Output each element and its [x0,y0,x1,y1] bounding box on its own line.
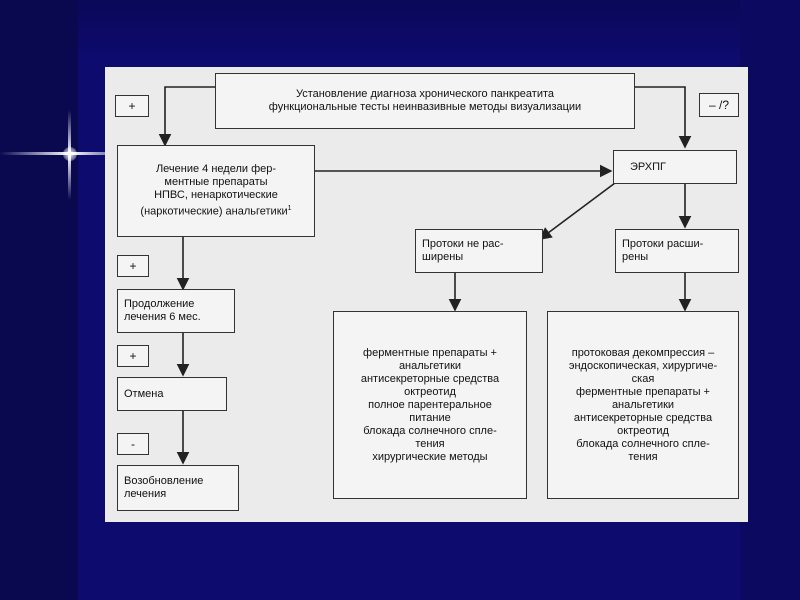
background-top [0,0,800,60]
footnote-marker: 1 [287,205,292,213]
therapy-right-text: протоковая декомпрессия – эндоскопическа… [568,346,718,463]
arrow-header-to-treatment [158,86,215,147]
tag-minus-text: - [131,437,135,451]
tag-plus-third: + [117,345,149,367]
continue-treatment-text: Продолжение лечения 6 мес. [124,298,201,323]
tag-plus-second-text: + [129,259,137,273]
erhpg-box: ЭРХПГ [613,150,737,184]
header-text: Установление диагноза хронического панкр… [268,88,582,113]
continue-treatment-box: Продолжение лечения 6 мес. [117,289,235,333]
arrow-header-to-erhpg [635,86,692,149]
tag-minus: - [117,433,149,455]
resume-treatment-box: Возобновление лечения [117,465,239,511]
therapy-right-box: протоковая декомпрессия – эндоскопическа… [547,311,739,499]
therapy-left-box: ферментные препараты + анальгетики антис… [333,311,527,499]
tag-plus-top: + [115,95,149,117]
cancel-text: Отмена [124,387,164,400]
resume-treatment-text: Возобновление лечения [124,475,204,500]
tag-plus-third-text: + [129,349,137,363]
ducts-not-dilated-box: Протоки не рас- ширены [415,229,543,273]
tag-plus-second: + [117,255,149,277]
ducts-not-dilated-text: Протоки не рас- ширены [422,238,504,263]
lens-flare-center [63,147,77,161]
treatment-4-weeks-text: Лечение 4 недели фер- ментные препараты … [140,163,292,218]
arrow-erhpg-to-not-dilated [538,182,616,240]
tag-minus-question: – /? [699,93,739,117]
erhpg-text: ЭРХПГ [630,160,666,173]
flowchart-panel: Установление диагноза хронического панкр… [105,67,748,522]
tag-minus-question-text: – /? [708,98,729,112]
therapy-left-text: ферментные препараты + анальгетики антис… [360,346,500,463]
header-box: Установление диагноза хронического панкр… [215,73,635,129]
ducts-dilated-text: Протоки расши- рены [622,238,704,263]
cancel-box: Отмена [117,377,227,411]
treatment-4-weeks-box: Лечение 4 недели фер- ментные препараты … [117,145,315,237]
background-right-band [740,0,800,600]
background-left-band [0,0,78,600]
tag-plus-top-text: + [128,99,136,113]
ducts-dilated-box: Протоки расши- рены [615,229,739,273]
connector-arrows [158,86,692,465]
